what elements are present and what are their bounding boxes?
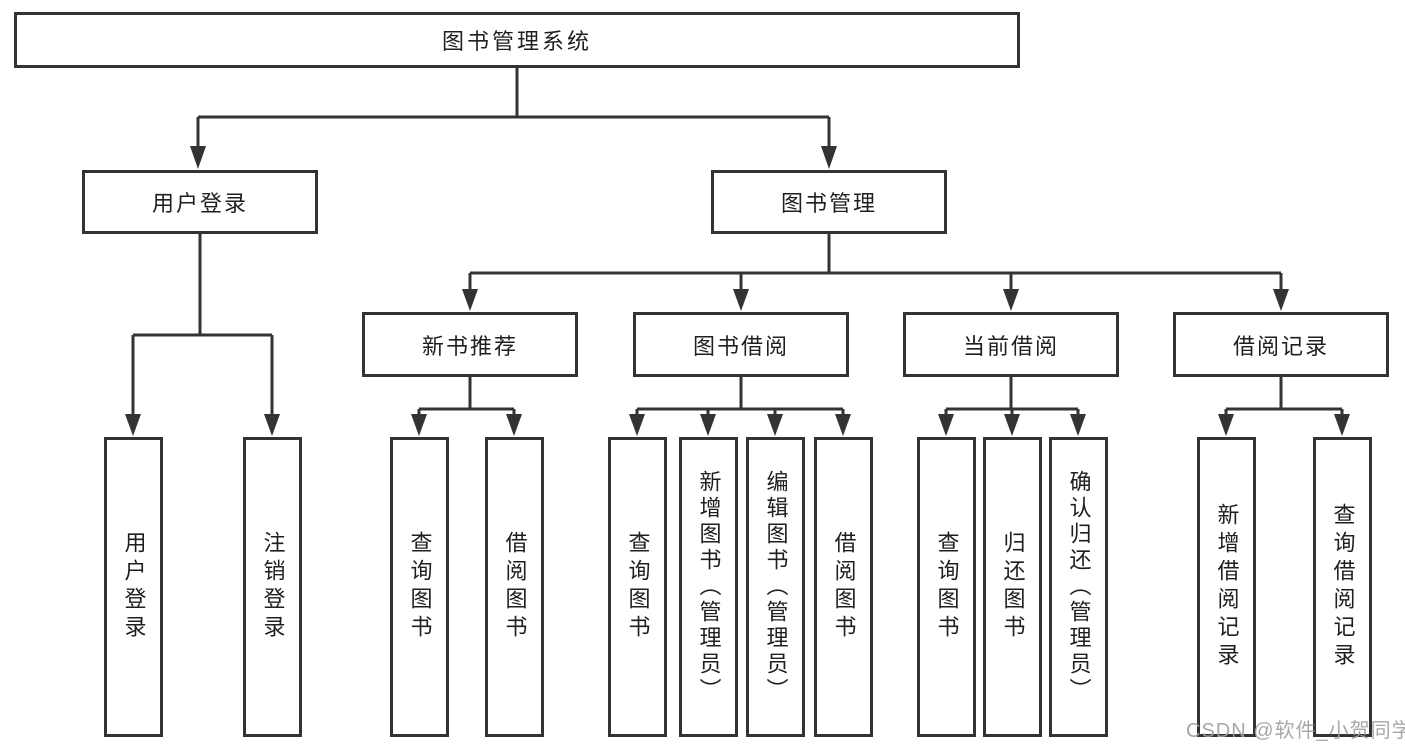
leaf-query-books-1: 查询图书 bbox=[390, 437, 449, 737]
csdn-watermark: CSDN @软件_小贺同学 bbox=[1186, 720, 1405, 742]
node-current-borrow: 当前借阅 bbox=[903, 312, 1119, 377]
leaf-confirm-return-admin: 确认归还（管理员） bbox=[1049, 437, 1108, 737]
node-book-borrow: 图书借阅 bbox=[633, 312, 849, 377]
node-borrow-records: 借阅记录 bbox=[1173, 312, 1389, 377]
leaf-add-book-admin: 新增图书（管理员） bbox=[679, 437, 738, 737]
leaf-user-login: 用户登录 bbox=[104, 437, 163, 737]
node-user-login: 用户登录 bbox=[82, 170, 318, 234]
leaf-add-borrow-record: 新增借阅记录 bbox=[1197, 437, 1256, 737]
leaf-edit-book-admin: 编辑图书（管理员） bbox=[746, 437, 805, 737]
leaf-query-books-2: 查询图书 bbox=[608, 437, 667, 737]
node-book-management: 图书管理 bbox=[711, 170, 947, 234]
leaf-query-books-3: 查询图书 bbox=[917, 437, 976, 737]
leaf-borrow-books-1: 借阅图书 bbox=[485, 437, 544, 737]
node-system-root: 图书管理系统 bbox=[14, 12, 1020, 68]
leaf-logout: 注销登录 bbox=[243, 437, 302, 737]
leaf-return-book: 归还图书 bbox=[983, 437, 1042, 737]
node-new-book-recommend: 新书推荐 bbox=[362, 312, 578, 377]
arrowheads bbox=[125, 146, 1350, 436]
leaf-query-borrow-record: 查询借阅记录 bbox=[1313, 437, 1372, 737]
leaf-borrow-books-2: 借阅图书 bbox=[814, 437, 873, 737]
